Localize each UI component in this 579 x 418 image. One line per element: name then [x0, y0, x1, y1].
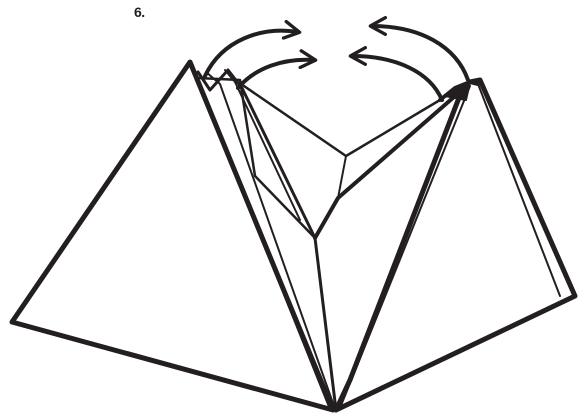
arrow-upper-left — [205, 31, 298, 76]
inner-box-edge — [244, 86, 440, 156]
right-flap — [336, 80, 575, 410]
arrow-lower-right — [352, 56, 442, 100]
arrow-lower-left — [238, 60, 314, 88]
